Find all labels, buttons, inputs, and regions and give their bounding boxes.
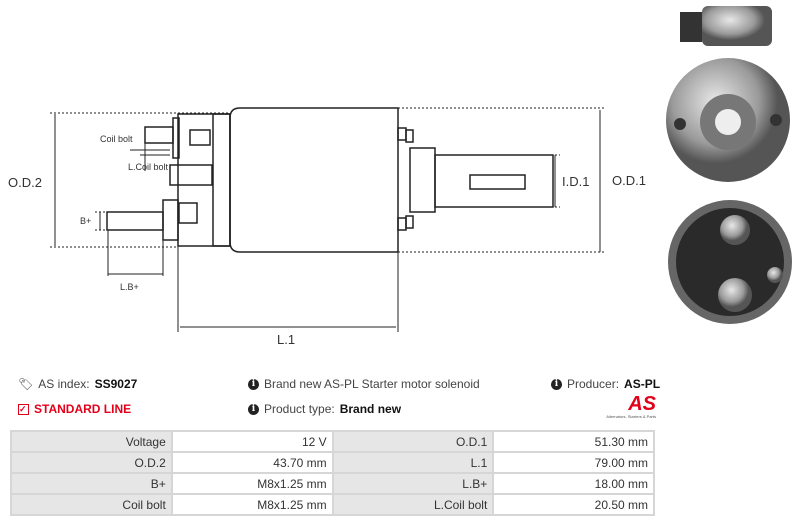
l-b-plus-label: L.B+ — [120, 282, 139, 292]
info-icon: i — [551, 378, 562, 390]
b-plus-label: B+ — [80, 216, 91, 226]
spec-value: 43.70 mm — [170, 451, 334, 474]
spec-value: 12 V — [170, 430, 334, 453]
product-type: i Product type: Brand new — [248, 402, 401, 416]
spec-value: 20.50 mm — [492, 493, 655, 516]
coil-bolt-stud — [144, 126, 174, 144]
coil-terminal — [169, 164, 213, 186]
as-index-value: SS9027 — [94, 377, 138, 391]
od1-label: O.D.1 — [612, 173, 646, 188]
as-pl-logo: AS Alternators, Starters & Parts — [606, 393, 656, 419]
end-cap — [177, 113, 231, 247]
b-plus-stud — [106, 211, 164, 231]
info-icon: i — [248, 378, 259, 390]
b-plus-nut — [162, 199, 179, 241]
od2-label: O.D.2 — [8, 175, 42, 190]
spec-label: O.D.1 — [331, 430, 495, 453]
coil-bolt-label: Coil bolt — [100, 134, 133, 144]
spec-label: Coil bolt — [10, 493, 173, 516]
standard-line-badge: ✓ STANDARD LINE — [18, 402, 132, 416]
spec-value: M8x1.25 mm — [170, 472, 334, 495]
side-photo — [680, 6, 772, 46]
spec-value: 79.00 mm — [492, 451, 655, 474]
product-photos — [666, 6, 792, 324]
tag-icon: 🏷 — [18, 377, 34, 391]
terminal-photo — [668, 200, 792, 324]
description: i Brand new AS-PL Starter motor solenoid — [248, 377, 480, 391]
spec-label: L.1 — [331, 451, 495, 474]
spec-label: L.B+ — [331, 472, 495, 495]
solenoid-body — [229, 107, 399, 253]
l-coil-bolt-label: L.Coil bolt — [128, 162, 169, 172]
plunger — [434, 154, 554, 208]
front-photo — [666, 58, 790, 182]
id1-label: I.D.1 — [562, 174, 589, 189]
producer: i Producer: AS-PL — [551, 377, 660, 391]
spec-label: L.Coil bolt — [331, 493, 495, 516]
spec-value: M8x1.25 mm — [170, 493, 334, 516]
spec-label: B+ — [10, 472, 173, 495]
spec-value: 18.00 mm — [492, 472, 655, 495]
info-icon: i — [248, 403, 259, 415]
dimension-diagram: O.D.2 O.D.1 I.D.1 L.1 Coil bolt L.Coil b… — [8, 107, 646, 347]
spec-label: O.D.2 — [10, 451, 173, 474]
l1-label: L.1 — [277, 332, 295, 347]
as-index: 🏷 AS index: SS9027 — [18, 377, 138, 391]
checkbox-icon: ✓ — [18, 403, 29, 415]
spec-label: Voltage — [10, 430, 173, 453]
spec-value: 51.30 mm — [492, 430, 655, 453]
